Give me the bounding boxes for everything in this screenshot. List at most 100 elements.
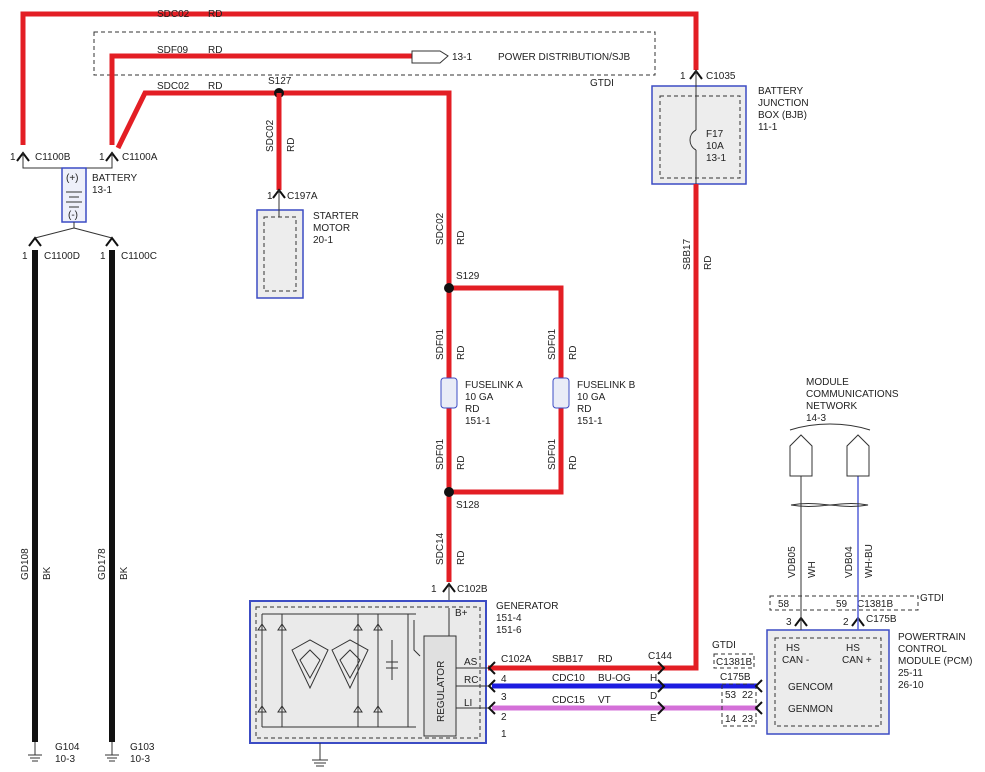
wire-gd178-color: BK [119,566,130,580]
pcm-gencom: GENCOM [788,682,833,693]
network-name-1: MODULE [806,377,849,388]
pin-14: 14 [725,714,737,725]
c1381b-name: C1381B [716,657,752,668]
fuselink-a-name: FUSELINK A [465,380,523,391]
wire-cdc15-color: VT [598,695,611,706]
pin-3: 3 [786,617,792,628]
c144-connector-icon [657,661,666,715]
fuselink-b-color: RD [577,404,591,415]
battery-plus: (+) [66,173,79,184]
wire-sdf01-b-bot-circuit: SDF01 [547,438,558,470]
pcm-box [766,629,890,735]
wire-gd108-color: BK [42,566,53,580]
battery-name: BATTERY [92,173,138,184]
bjb-name-3: BOX (BJB) [758,110,807,121]
wire-sdc02-starter-circuit: SDC02 [265,119,276,152]
gtdi-label-pcm: GTDI [920,593,944,604]
wire-sdc02-top-circuit: SDC02 [157,9,190,20]
starter-name-2: MOTOR [313,223,350,234]
wire-sdf01-b-bot-color: RD [568,456,579,470]
c1100a-name: C1100A [122,152,158,163]
c1100a-pin: 1 [99,152,105,163]
fuse-f17-icon [689,129,697,151]
ground-g104-name: G104 [55,742,80,753]
wire-vdb05-color: WH [807,561,818,578]
generator-ref2: 151-6 [496,625,522,636]
bjb-name-2: JUNCTION [758,98,809,109]
wire-vdb05-circuit: VDB05 [787,546,798,578]
generator-inner [255,606,481,739]
c175b-left-box [721,683,757,727]
pin-58: 58 [778,599,790,610]
wire-sdf01-a-top-color: RD [456,346,467,360]
c102a-name: C102A [501,654,532,665]
bjb-fuse-amp: 10A [706,141,724,152]
wire-cdc10-circuit: CDC10 [552,673,585,684]
generator-rectifier-icon [257,613,421,728]
c1100d-name: C1100D [44,251,80,262]
ground-g103-icon [105,742,119,762]
c197a-pin: 1 [267,191,273,202]
wire-sdc02-top [20,11,699,145]
generator-internal-leads [448,608,488,709]
pcm-hs-can-minus-2: CAN - [782,655,809,666]
wire-sdc02-mid-circuit: SDC02 [157,81,190,92]
wire-sbb17-vert-circuit: SBB17 [682,238,693,270]
wire-sdf09-color: RD [208,45,222,56]
bjb-fuse-name: F17 [706,129,724,140]
battery-cells-icon [66,191,82,208]
wire-sdc14-color: RD [456,551,467,565]
wire-sdc02-mid [115,90,452,582]
c1381b-box [713,653,755,669]
gen-pin-rc: 3 [501,692,507,703]
wire-sdc02-starter-color: RD [286,138,297,152]
wire-sbb17 [488,184,699,671]
network-arrow-left-icon [789,434,813,477]
wire-vdb04-circuit: VDB04 [844,546,855,578]
generator-li: LI [464,698,472,709]
wire-vdb04-color: WH-BU [864,544,875,578]
c1381b-top-box [769,595,919,611]
fuselink-b-gauge: 10 GA [577,392,606,403]
c144-name: C144 [648,651,672,662]
c1100d-pin: 1 [22,251,28,262]
starter-motor-inner [263,216,297,292]
starter-ref: 20-1 [313,235,333,246]
wire-sdc02-gen-color: RD [456,231,467,245]
c1100c-connector-icon [105,236,119,247]
wire-sdc02-gen-circuit: SDC02 [435,212,446,245]
power-dist-label: POWER DISTRIBUTION/SJB [498,52,631,63]
c175b-top-connector-icon [794,616,865,627]
regulator-box [423,635,457,737]
wire-sdf01-a-bot-circuit: SDF01 [435,438,446,470]
bjb-fuse-ref: 13-1 [706,153,726,164]
bjb-ref: 11-1 [758,122,778,133]
fuselink-a-ref: 151-1 [465,416,491,427]
c1100b-name: C1100B [35,152,71,163]
bjb-inner [659,95,741,179]
wire-sdc14-circuit: SDC14 [435,532,446,565]
ground-g104-ref: 10-3 [55,754,75,765]
regulator-label: REGULATOR [436,661,447,722]
splice-s127-label: S127 [268,76,292,87]
gtdi-label-top: GTDI [590,78,614,89]
ground-g103-ref: 10-3 [130,754,150,765]
c197a-name: C197A [287,191,318,202]
generator-name: GENERATOR [496,601,558,612]
network-ref: 14-3 [806,413,826,424]
pcm-genmon: GENMON [788,704,833,715]
splice-s129-label: S129 [456,271,480,282]
wire-sdf01-a-bot-color: RD [456,456,467,470]
fuselink-b-ref: 151-1 [577,416,603,427]
wire-gd108-circuit: GD108 [20,548,31,580]
power-dist-arrow [411,50,449,64]
bjb-box [651,85,747,185]
c144-pin-e: E [650,713,657,724]
c175b-top-name: C175B [866,614,897,625]
fuselink-a-symbol [440,377,458,409]
c1100c-name: C1100C [121,251,157,262]
generator-ref1: 151-4 [496,613,522,624]
twisted-pair-icon [790,503,869,507]
wire-sdf01-b-top-color: RD [568,346,579,360]
wire-gd178-circuit: GD178 [97,548,108,580]
